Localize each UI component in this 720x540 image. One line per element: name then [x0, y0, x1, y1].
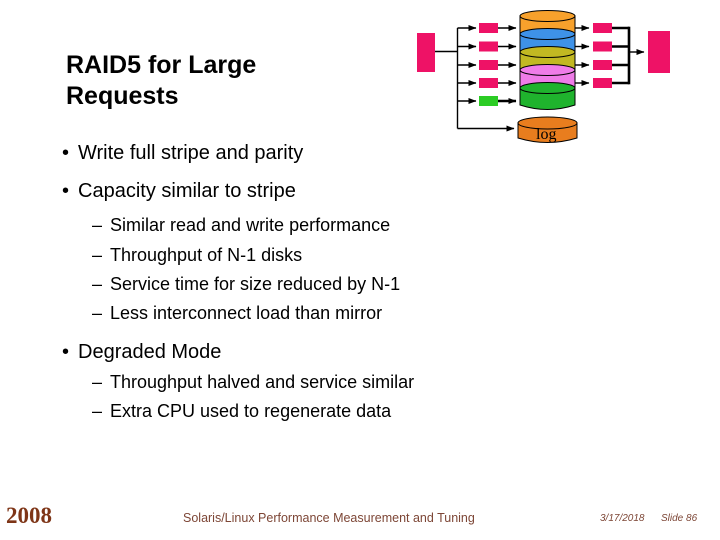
- chunk-buffer-4: [479, 78, 498, 88]
- sub-bullet-text: Throughput halved and service similar: [110, 372, 415, 392]
- chunk-buffer-2: [479, 41, 498, 52]
- output-request-block: [648, 31, 670, 73]
- dash-icon: –: [92, 245, 103, 265]
- dash-icon: –: [92, 274, 103, 294]
- output-buffer-3: [593, 60, 612, 70]
- footer-date: 3/17/2018: [600, 513, 645, 524]
- disk-top-2: [519, 28, 576, 40]
- footer-slide-number: Slide 86: [661, 513, 698, 524]
- output-buffer-1: [593, 23, 612, 33]
- sub-bullet-line: –Throughput of N-1 disks: [92, 245, 302, 266]
- log-label: log: [536, 126, 556, 143]
- chunk-buffer-1: [479, 23, 498, 33]
- output-buffer-4: [593, 78, 612, 88]
- sub-bullet-line: –Service time for size reduced by N-1: [92, 274, 400, 295]
- disk-stack: [519, 10, 576, 110]
- bullet-line: • Capacity similar to stripe: [62, 180, 296, 203]
- input-request-block: [417, 33, 435, 72]
- footer-year: 2008: [6, 503, 52, 528]
- disk-to-output-lines: [575, 25, 590, 86]
- bullet-icon: •: [62, 341, 70, 363]
- bullet-icon: •: [62, 180, 70, 202]
- sub-bullet-text: Throughput of N-1 disks: [110, 245, 303, 265]
- sub-bullet-text: Similar read and write performance: [110, 215, 391, 235]
- log-cylinder-top: [517, 116, 578, 130]
- log-disk: log: [517, 116, 578, 143]
- disk-top-3: [519, 46, 576, 58]
- buffer-to-disk-lines: [498, 25, 517, 104]
- sub-bullet-line: –Extra CPU used to regenerate data: [92, 401, 391, 422]
- footer-course-title: Solaris/Linux Performance Measurement an…: [183, 511, 475, 525]
- sub-bullet-line: –Less interconnect load than mirror: [92, 303, 382, 324]
- sub-bullet-line: –Similar read and write performance: [92, 215, 390, 236]
- parity-buffer: [479, 96, 498, 106]
- output-buffer-2: [593, 41, 612, 52]
- write-fanout-lines: [435, 25, 515, 132]
- sub-bullet-line: –Throughput halved and service similar: [92, 372, 414, 393]
- bullet-line: • Write full stripe and parity: [62, 142, 303, 165]
- dash-icon: –: [92, 372, 103, 392]
- bullet-icon: •: [62, 142, 70, 164]
- bullet-text: Capacity similar to stripe: [78, 180, 296, 202]
- disk-top-1: [519, 10, 576, 22]
- bullet-text: Degraded Mode: [78, 341, 222, 363]
- slide-title: RAID5 for Large Requests: [66, 51, 257, 110]
- dash-icon: –: [92, 215, 103, 235]
- disk-top-4: [519, 64, 576, 76]
- sub-bullet-text: Extra CPU used to regenerate data: [110, 401, 392, 421]
- sub-bullet-text: Service time for size reduced by N-1: [110, 274, 401, 294]
- merge-lines: [612, 26, 631, 85]
- dash-icon: –: [92, 303, 103, 323]
- raid5-write-diagram: log: [417, 10, 670, 143]
- bullet-line: • Degraded Mode: [62, 341, 221, 364]
- bullet-text: Write full stripe and parity: [78, 142, 304, 164]
- disk-top-5: [519, 82, 576, 94]
- chunk-buffer-3: [479, 60, 498, 70]
- dash-icon: –: [92, 401, 103, 421]
- sub-bullet-text: Less interconnect load than mirror: [110, 303, 383, 323]
